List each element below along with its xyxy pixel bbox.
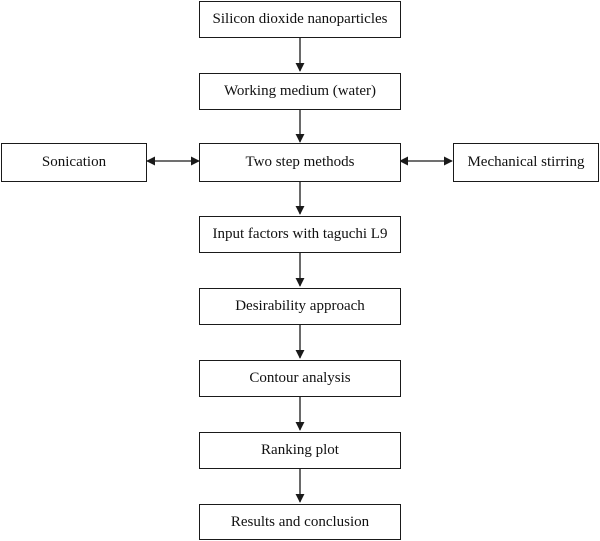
step-label: Desirability approach <box>235 298 365 314</box>
step-contour-analysis: Contour analysis <box>199 360 401 397</box>
side-mechanical-stirring: Mechanical stirring <box>453 143 599 182</box>
side-label: Sonication <box>41 154 107 170</box>
step-label: Ranking plot <box>261 442 339 458</box>
step-ranking-plot: Ranking plot <box>199 432 401 469</box>
step-label: Working medium (water) <box>223 83 377 99</box>
side-label: Mechanical stirring <box>467 154 585 170</box>
side-sonication: Sonication <box>1 143 147 182</box>
step-working-medium: Working medium (water) <box>199 73 401 110</box>
step-label: Silicon dioxide nanoparticles <box>212 11 388 27</box>
step-label: Two step methods <box>245 154 355 170</box>
step-label: Contour analysis <box>249 370 351 386</box>
step-results-and-conclusion: Results and conclusion <box>199 504 401 540</box>
step-input-factors: Input factors with taguchi L9 <box>199 216 401 253</box>
step-two-step-methods: Two step methods <box>199 143 401 182</box>
step-label: Results and conclusion <box>230 513 370 530</box>
step-desirability-approach: Desirability approach <box>199 288 401 325</box>
step-silicon-dioxide-nanoparticles: Silicon dioxide nanoparticles <box>199 1 401 38</box>
step-label: Input factors with taguchi L9 <box>212 226 388 242</box>
